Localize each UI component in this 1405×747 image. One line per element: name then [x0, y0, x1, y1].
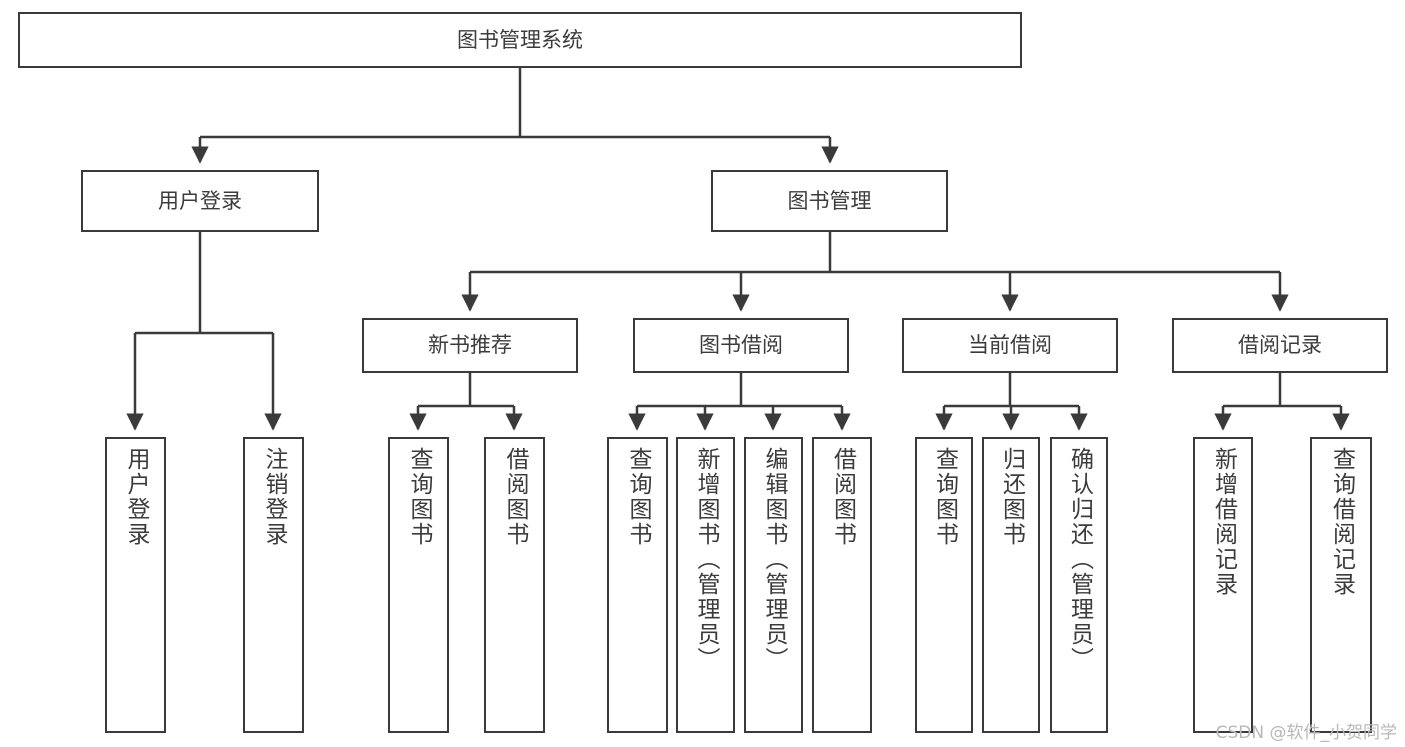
node-book-borrow[interactable]: 图书借阅: [633, 318, 849, 373]
node-leaf-add-book-admin-label: 新增图书（管理员）: [693, 447, 719, 672]
node-leaf-query-book-recommend[interactable]: 查询图书: [388, 437, 449, 733]
node-leaf-query-book-recommend-label: 查询图书: [406, 447, 432, 547]
csdn-watermark: CSDN @软件_小贺同学: [1215, 723, 1397, 743]
node-leaf-query-borrow-record-label: 查询借阅记录: [1328, 447, 1355, 597]
node-leaf-return-book-label: 归还图书: [998, 447, 1025, 547]
node-leaf-logout-login[interactable]: 注销登录: [243, 437, 304, 733]
node-leaf-query-book-borrow[interactable]: 查询图书: [607, 437, 668, 733]
node-leaf-add-book-admin[interactable]: 新增图书（管理员）: [676, 437, 735, 733]
node-leaf-edit-book-admin[interactable]: 编辑图书（管理员）: [744, 437, 803, 733]
node-new-book-recommend-label: 新书推荐: [428, 333, 512, 358]
node-leaf-return-book[interactable]: 归还图书: [982, 437, 1040, 733]
node-book-manage-label: 图书管理: [787, 188, 872, 213]
node-leaf-borrow-book-recommend[interactable]: 借阅图书: [484, 437, 545, 733]
node-borrow-record-label: 借阅记录: [1238, 333, 1322, 358]
node-user-login-label: 用户登录: [158, 188, 242, 213]
node-new-book-recommend[interactable]: 新书推荐: [362, 318, 578, 373]
node-leaf-user-login-label: 用户登录: [123, 447, 149, 547]
node-user-login[interactable]: 用户登录: [81, 170, 319, 232]
node-book-manage[interactable]: 图书管理: [711, 170, 948, 232]
node-leaf-user-login[interactable]: 用户登录: [105, 437, 166, 733]
node-leaf-query-book-current[interactable]: 查询图书: [915, 437, 973, 733]
node-leaf-add-borrow-record[interactable]: 新增借阅记录: [1193, 437, 1253, 733]
node-current-borrow[interactable]: 当前借阅: [902, 318, 1118, 373]
node-leaf-query-book-current-label: 查询图书: [931, 447, 958, 547]
node-leaf-query-borrow-record[interactable]: 查询借阅记录: [1310, 437, 1372, 733]
node-leaf-borrow-book-label: 借阅图书: [829, 447, 856, 547]
node-root-label: 图书管理系统: [457, 27, 583, 52]
node-leaf-logout-login-label: 注销登录: [261, 447, 287, 547]
node-leaf-borrow-book-recommend-label: 借阅图书: [502, 447, 528, 547]
node-current-borrow-label: 当前借阅: [968, 333, 1052, 358]
node-book-borrow-label: 图书借阅: [699, 333, 783, 358]
node-leaf-query-book-borrow-label: 查询图书: [625, 447, 651, 547]
node-root[interactable]: 图书管理系统: [18, 12, 1022, 68]
node-leaf-borrow-book[interactable]: 借阅图书: [812, 437, 872, 733]
node-borrow-record[interactable]: 借阅记录: [1172, 318, 1388, 373]
node-leaf-confirm-return-admin-label: 确认归还（管理员）: [1066, 447, 1093, 672]
node-leaf-confirm-return-admin[interactable]: 确认归还（管理员）: [1050, 437, 1108, 733]
node-leaf-add-borrow-record-label: 新增借阅记录: [1210, 447, 1237, 597]
node-leaf-edit-book-admin-label: 编辑图书（管理员）: [761, 447, 787, 672]
